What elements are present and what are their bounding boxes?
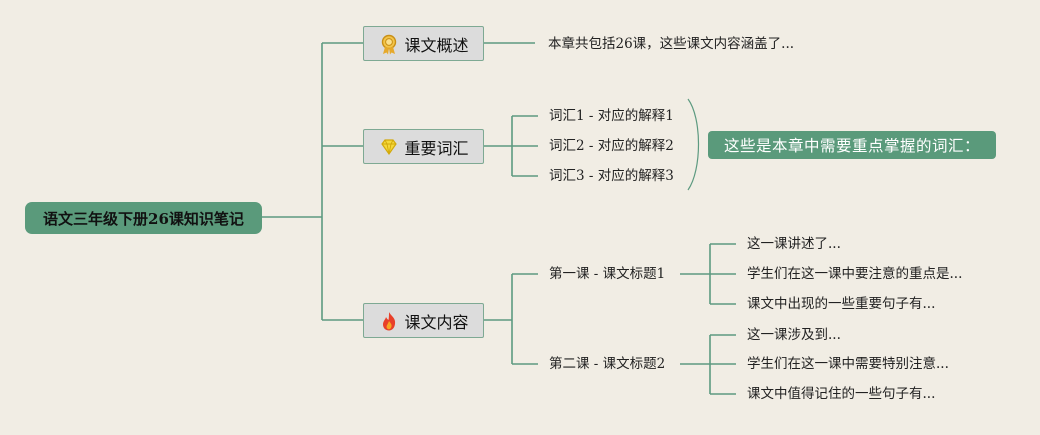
- topic-overview-label: 课文概述: [404, 35, 469, 55]
- overview-text[interactable]: 本章共包括26课，这些课文内容涵盖了...: [548, 36, 795, 52]
- award-medal-icon: [378, 33, 400, 55]
- gem-icon: [378, 136, 400, 158]
- lesson-point[interactable]: 学生们在这一课中要注意的重点是...: [747, 266, 963, 282]
- lesson-point[interactable]: 这一课讲述了...: [747, 236, 841, 252]
- topic-vocabulary-label: 重要词汇: [404, 138, 469, 158]
- topic-content-label: 课文内容: [404, 312, 469, 332]
- lesson-point[interactable]: 这一课涉及到...: [747, 327, 841, 343]
- vocab-item[interactable]: 词汇3 - 对应的解释3: [549, 168, 674, 184]
- root-node-label: 语文三年级下册26课知识笔记: [43, 209, 244, 228]
- summary-brace: [687, 98, 700, 191]
- lesson-point[interactable]: 学生们在这一课中需要特别注意...: [747, 356, 949, 372]
- vocab-summary-label: 这些是本章中需要重点掌握的词汇：: [723, 137, 980, 155]
- lesson-title[interactable]: 第一课 - 课文标题1: [549, 266, 666, 282]
- topic-vocabulary[interactable]: 重要词汇: [363, 129, 484, 164]
- lesson-point[interactable]: 课文中值得记住的一些句子有...: [747, 386, 936, 402]
- root-node[interactable]: 语文三年级下册26课知识笔记: [25, 202, 262, 234]
- topic-overview[interactable]: 课文概述: [363, 26, 484, 61]
- vocab-summary-callout[interactable]: 这些是本章中需要重点掌握的词汇：: [708, 131, 996, 159]
- lesson-title[interactable]: 第二课 - 课文标题2: [549, 356, 666, 372]
- lesson-point[interactable]: 课文中出现的一些重要句子有...: [747, 296, 936, 312]
- vocab-item[interactable]: 词汇2 - 对应的解释2: [549, 138, 674, 154]
- topic-content[interactable]: 课文内容: [363, 303, 484, 338]
- fire-icon: [378, 310, 400, 332]
- vocab-item[interactable]: 词汇1 - 对应的解释1: [549, 108, 674, 124]
